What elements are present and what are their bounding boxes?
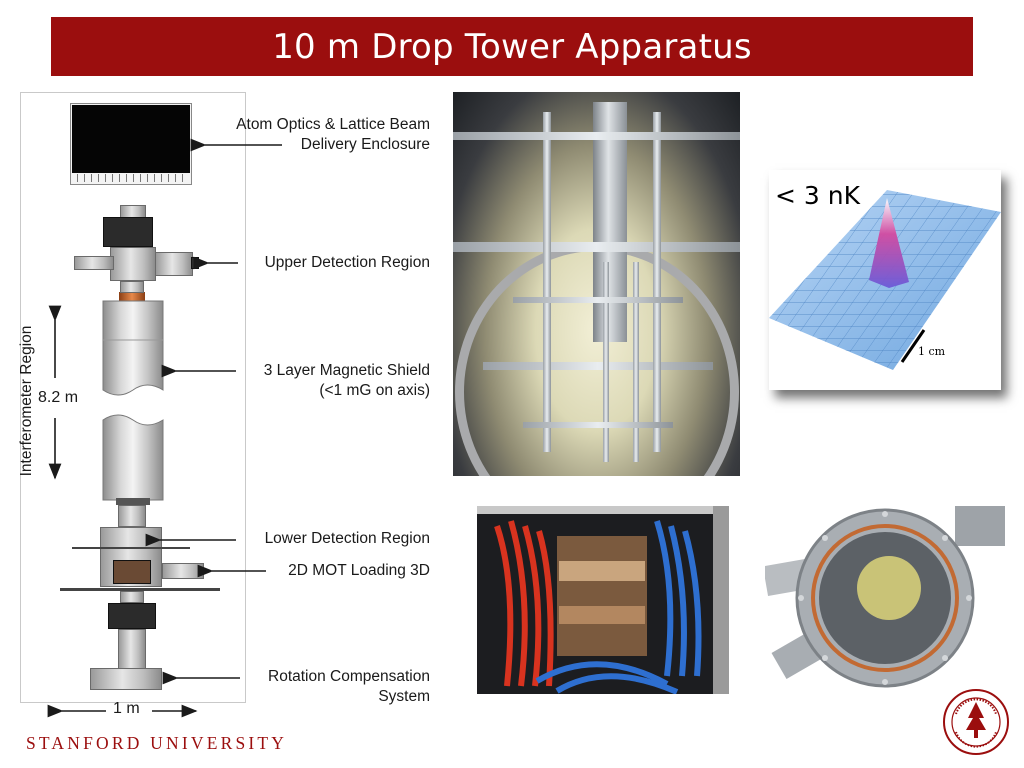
label-arrows [47,138,282,718]
lower-neck [118,505,146,527]
rotation-base [90,668,162,690]
width-label: 1 m [113,700,140,717]
label-rotation: Rotation Compensation System [268,667,430,707]
mot-coil [113,560,151,584]
label-enclosure-line-1: Atom Optics & Lattice Beam [236,116,430,133]
lower-frame-rail [60,588,220,591]
scale-label: 1 cm [918,345,946,358]
lower-stem [120,591,144,603]
upper-right-port [155,252,193,276]
atom-cloud-inset [769,170,1001,390]
atom-cloud-plot [769,190,1001,370]
copper-gasket [119,292,145,301]
magnetic-shield [102,300,164,505]
lower-box [108,603,156,629]
mot-assembly-photo [477,506,729,694]
rotation-column [118,629,146,669]
temperature-label: < 3 nK [775,181,860,210]
label-lower-detection: Lower Detection Region [264,530,430,547]
label-shield: 3 Layer Magnetic Shield (<1 mG on axis) [264,361,430,401]
upper-neck [120,281,144,293]
beam-delivery-enclosure [70,103,192,185]
upper-detection-box [103,217,153,247]
label-rotation-line-1: Rotation Compensation [268,668,430,685]
label-shield-line-1: 3 Layer Magnetic Shield [263,362,430,379]
label-enclosure-line-2: Delivery Enclosure [300,136,430,153]
label-rotation-line-2: System [378,688,430,705]
stanford-seal-icon [943,689,1009,755]
slide-title: 10 m Drop Tower Apparatus [272,26,752,67]
label-mot: 2D MOT Loading 3D [288,562,430,579]
title-bar: 10 m Drop Tower Apparatus [51,17,973,76]
upper-detection-chamber [110,247,156,281]
label-shield-line-2: (<1 mG on axis) [319,382,430,399]
vacuum-chamber-photo [765,506,1005,690]
lower-frame-top [72,547,190,549]
upper-left-port [74,256,114,270]
drop-tower-photo [453,92,740,476]
apparatus-frame [20,92,246,703]
label-enclosure: Atom Optics & Lattice Beam Delivery Encl… [236,115,430,155]
height-label: 8.2 m [38,389,79,406]
label-upper-detection: Upper Detection Region [264,254,430,271]
interferometer-region-label: Interferometer Region [18,325,35,477]
stanford-wordmark: STANFORD UNIVERSITY [26,733,288,753]
